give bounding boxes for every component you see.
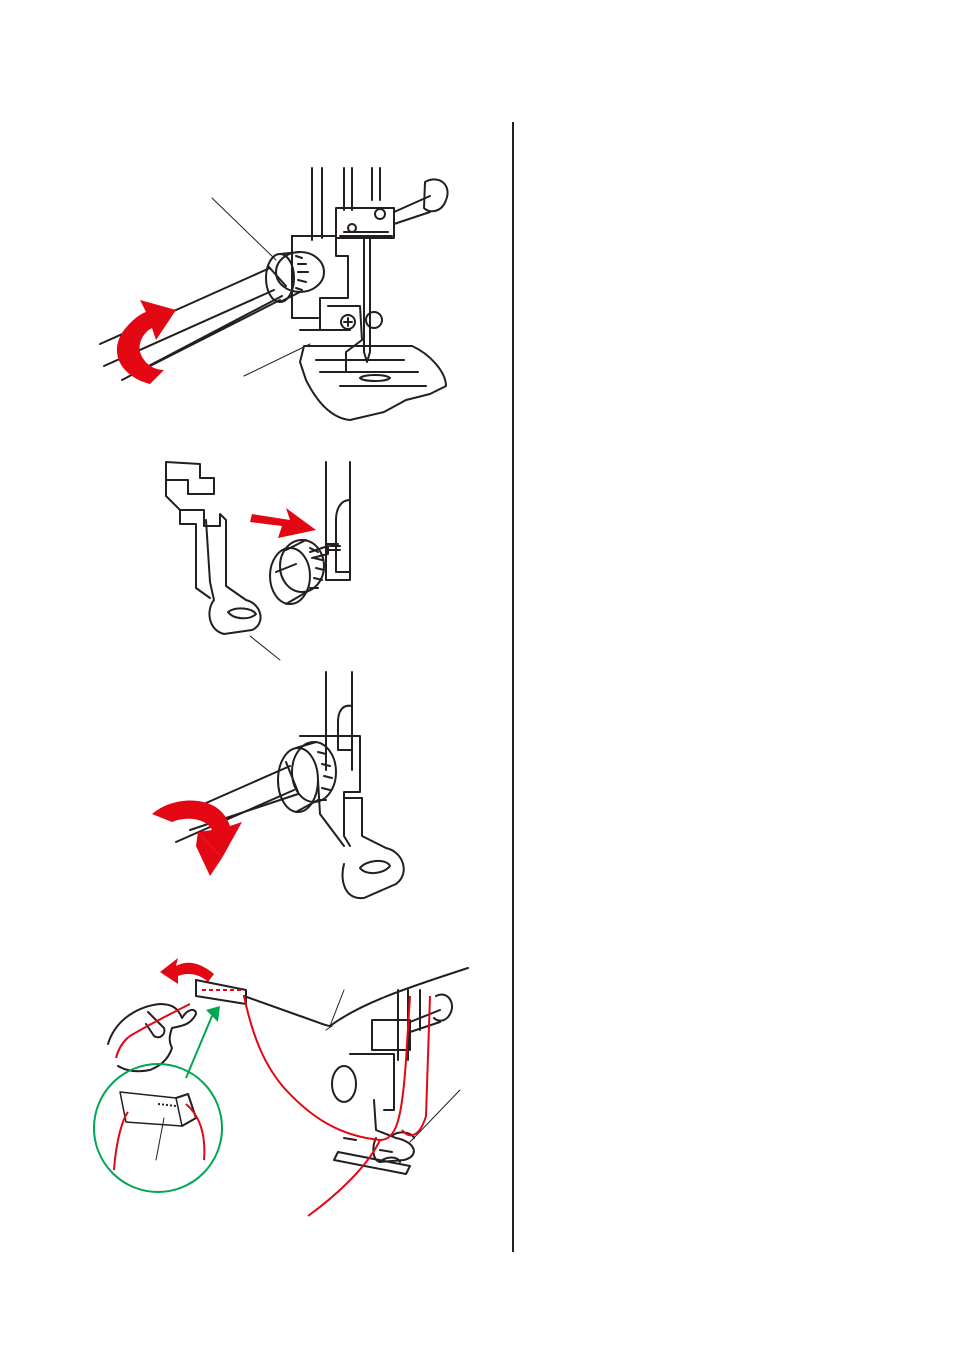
- tighten-screw-illustration: [0, 668, 512, 913]
- thread-cutter-illustration: [0, 950, 512, 1230]
- clockwise-arrow-icon: [152, 800, 242, 858]
- magnify-callout-icon: [94, 1064, 222, 1192]
- attach-foot-illustration: [0, 450, 512, 665]
- push-arrow-icon: [250, 508, 316, 538]
- figure-loosen-screw: [0, 150, 512, 440]
- column-divider: [512, 122, 514, 1252]
- figure-thread-cutter: [0, 950, 512, 1230]
- pull-back-arrow-icon: [160, 958, 214, 984]
- figure-attach-foot: [0, 450, 512, 665]
- figure-tighten-screw: [0, 668, 512, 913]
- loosen-screw-illustration: [0, 150, 512, 440]
- green-arrow-icon: [206, 1006, 220, 1022]
- counterclockwise-arrow-icon: [117, 300, 176, 384]
